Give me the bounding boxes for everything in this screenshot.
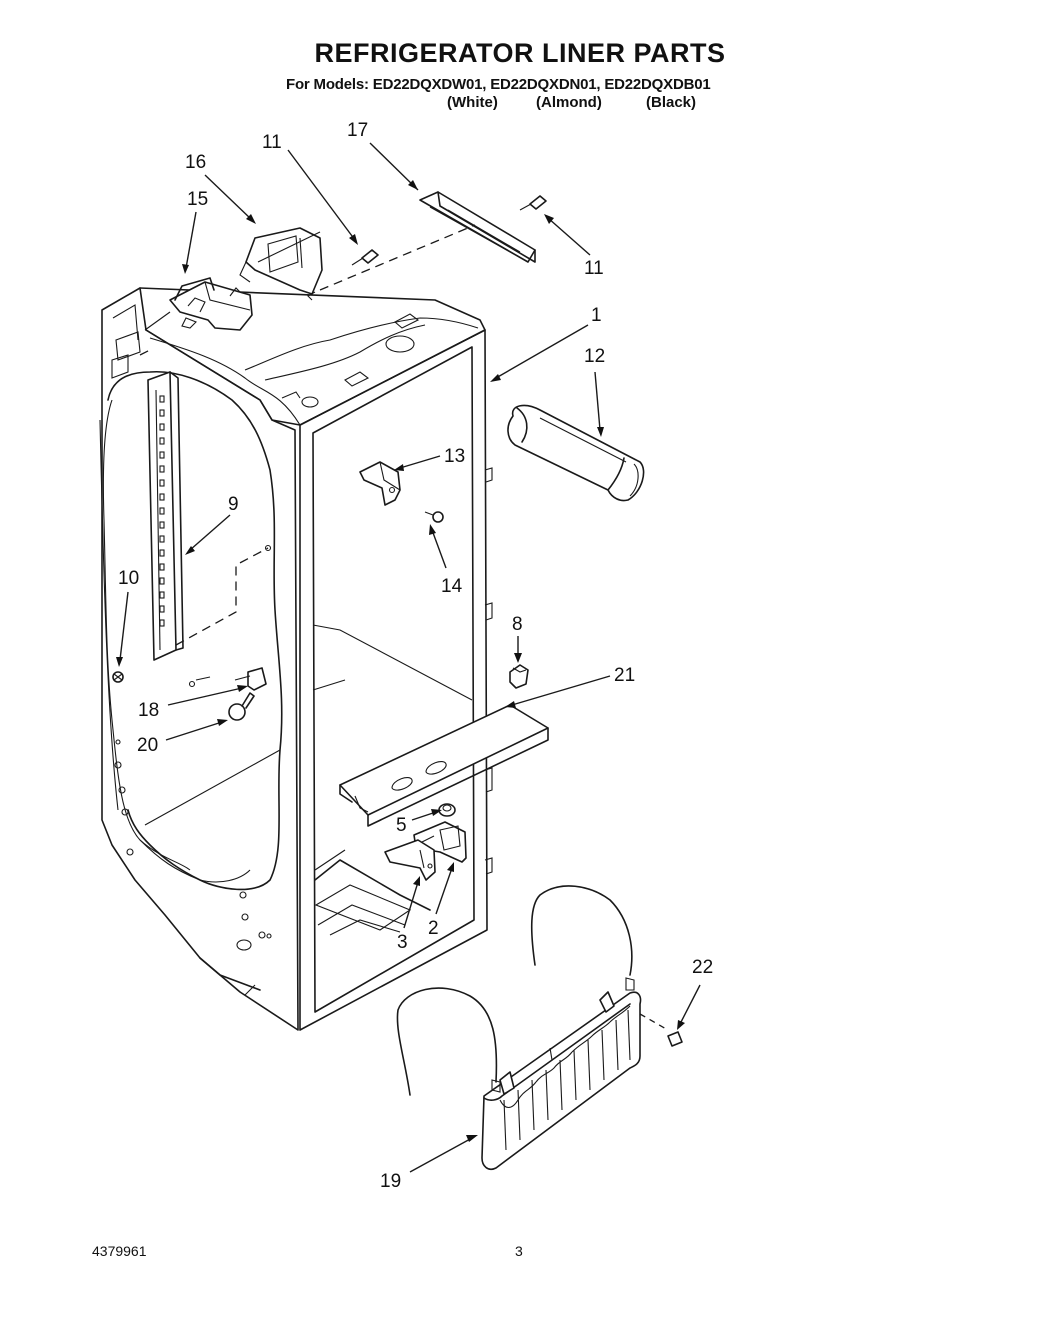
screw-part-22 [639,1013,683,1047]
cover-part-21 [339,704,549,827]
callout-12: 12 [584,346,605,367]
callout-1: 1 [591,305,602,326]
callout-labels: 1 2 3 5 8 9 10 11 11 12 13 14 15 16 17 1… [118,120,713,1192]
callout-10: 10 [118,568,139,589]
rail-part-9 [147,371,184,661]
screw-part-11-left [351,249,379,266]
leader-lines [116,142,701,1173]
bracket-part-3 [384,839,436,881]
defrost-heater-part-19 [396,885,642,1171]
callout-8: 8 [512,614,523,635]
callout-18: 18 [138,700,159,721]
control-housing-part-15 [144,277,253,331]
callout-22: 22 [692,957,713,978]
bracket-part-16 [239,227,323,301]
callout-15: 15 [187,189,208,210]
screw-part-10 [112,671,124,683]
callout-16: 16 [185,152,206,173]
document-number: 4379961 [92,1243,147,1259]
light-socket-part-18 [188,667,267,691]
callout-11-top: 11 [262,132,282,153]
callout-2: 2 [428,918,439,939]
callout-11-right: 11 [584,258,604,279]
callout-17: 17 [347,120,368,141]
callout-5: 5 [396,815,407,836]
model-list: For Models: ED22DQXDW01, ED22DQXDN01, ED… [286,76,711,93]
callout-13: 13 [444,446,465,467]
plug-part-8 [509,664,529,689]
trim-strip-part-17 [419,191,536,263]
callout-19: 19 [380,1171,401,1192]
callout-21: 21 [614,665,635,686]
callout-3: 3 [397,932,408,953]
screw-part-14 [424,511,444,523]
variant-almond: (Almond) [536,94,602,111]
callout-9: 9 [228,494,239,515]
variant-black: (Black) [646,94,697,111]
deflector-part-12 [507,404,645,502]
screw-part-11-right [519,195,547,211]
page-title: REFRIGERATOR LINER PARTS [314,38,726,68]
wire-harness [102,399,251,883]
callout-20: 20 [137,735,158,756]
callout-14: 14 [441,576,463,597]
variant-white: (White) [447,94,498,111]
page-number: 3 [515,1243,523,1259]
bracket-part-13 [359,461,401,506]
light-bulb-part-20 [228,692,255,721]
